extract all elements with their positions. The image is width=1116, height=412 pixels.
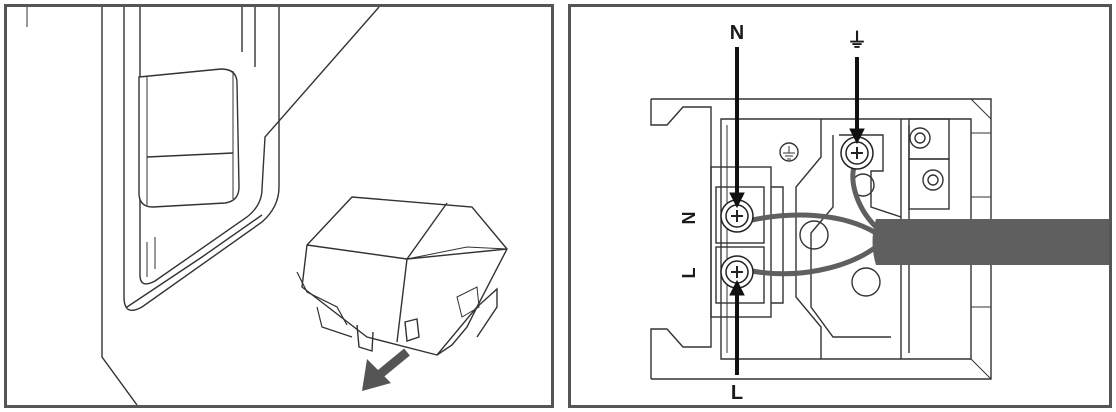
neutral-pointer-arrow [729,47,745,209]
fixing-screw-top-inner [914,132,926,144]
earth-symbol-icon: ⏚ [847,29,867,52]
earth-terminal-bracket [839,134,902,218]
cover-removal-panel [4,4,554,408]
terminal-block-lip [771,186,784,304]
terminal-housing-left-rail [650,99,712,379]
mounting-hole-2 [851,267,881,297]
fixing-screw-top [909,127,931,149]
terminal-cover-clip-left [296,271,353,338]
rocker-switch [138,68,240,208]
terminal-housing-corner [970,98,992,380]
earth-mark-circle [779,142,799,162]
housing-groove [241,7,256,67]
wire-earth [850,157,879,230]
mounting-hole-1 [799,220,829,250]
terminal-cover-seam [396,202,448,343]
earth-screw [840,136,874,170]
housing-lower-edge [126,214,263,308]
fixing-screw-mid-inner [927,174,939,186]
terminal-cover-ridge [406,246,508,260]
wiring-panel: N ⏚ L N L [568,4,1112,408]
terminal-cover-notch [456,286,480,318]
label-neutral-top: N [730,22,744,44]
wiring-diagram: N ⏚ L N L [650,22,1109,404]
terminal-block-column [710,166,772,318]
earth-section-left-edge [795,119,822,359]
housing-side-bevel [139,7,380,285]
rocker-switch-split [146,152,234,158]
fixing-bracket-mid [908,158,950,210]
wire-live [749,244,879,277]
housing-recess [123,7,280,311]
terminal-cover-tab [356,324,374,352]
label-live-bottom: L [731,382,743,404]
earth-pointer-arrow [849,57,865,145]
cover-removal-illustration [26,7,508,405]
terminal-slot-neutral [715,186,765,244]
fixing-screw-mid [922,169,944,191]
label-live-side: L [679,268,699,279]
power-cable [872,219,1109,265]
wire-neutral [749,212,879,236]
housing-slot [146,237,156,277]
label-neutral-side: N [679,212,699,225]
rocker-switch-sides [146,71,234,205]
housing-front-edge [101,7,138,405]
neutral-screw [720,199,754,233]
removal-direction-arrow [362,348,410,391]
earth-mark-icon [783,146,795,160]
live-pointer-arrow [729,279,745,375]
terminal-cover-clip-right [436,287,498,356]
terminal-housing-ribs [971,132,991,308]
terminal-cover-latch [404,318,420,342]
